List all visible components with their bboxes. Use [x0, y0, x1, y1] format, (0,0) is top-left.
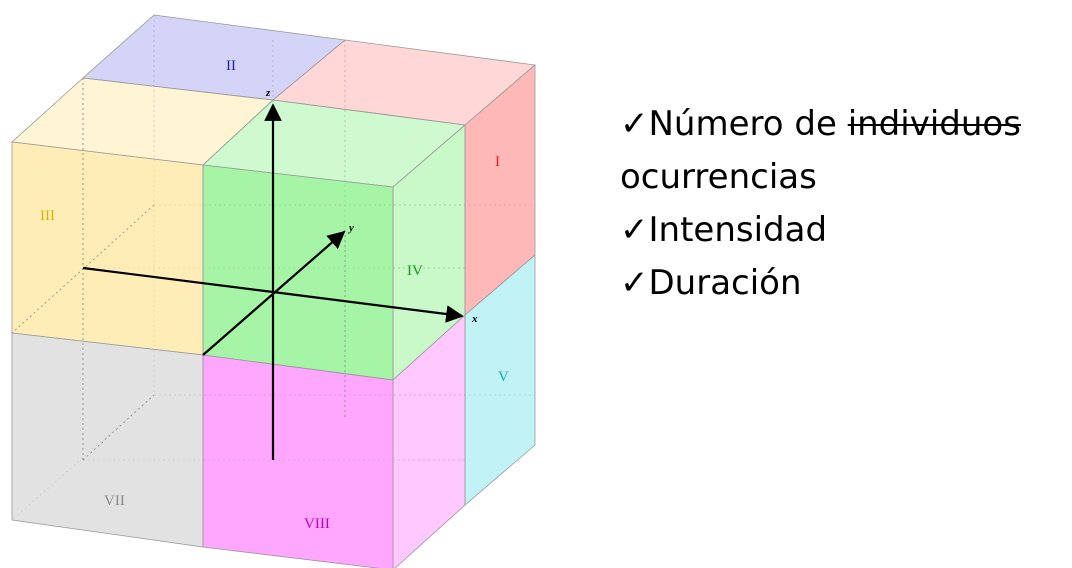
octant-I-label: I [495, 154, 500, 170]
checklist-item-duracion: ✓Duración [620, 257, 1060, 310]
struck-word: individuos [847, 104, 1021, 144]
y-axis-label: y [347, 222, 354, 234]
x-axis-label: x [471, 313, 478, 325]
x-axis-negative [82, 266, 274, 294]
octant-VIII-face [202, 354, 394, 568]
octant-VIII-label: VIII [304, 516, 330, 532]
octant-III-face [11, 141, 204, 356]
octant-IV-label: IV [407, 263, 423, 279]
checklist-item-text: Número de [648, 104, 837, 144]
octant-II-label: II [226, 58, 236, 74]
octant-VII-label: VII [104, 493, 125, 509]
octant-III-label: III [40, 208, 55, 224]
checkmark-icon: ✓ [620, 104, 649, 144]
checklist-item-continuation: ocurrencias [620, 157, 817, 197]
x-axis [272, 290, 464, 323]
checkmark-icon: ✓ [620, 263, 649, 303]
checklist-item-text: Duración [648, 263, 802, 303]
checklist-item-numero: ✓Número de individuos [620, 98, 1060, 151]
octant-VII-face [11, 332, 204, 548]
z-axis-label: z [265, 87, 271, 99]
checkmark-icon: ✓ [620, 210, 649, 250]
axes [82, 103, 464, 460]
octant-cube-diagram: x y z I II III IV V VII VIII [11, 14, 536, 568]
checklist: ✓Número de individuos ocurrencias ✓Inten… [620, 98, 1060, 310]
y-axis [202, 230, 346, 356]
checklist-item-intensidad: ✓Intensidad [620, 204, 1060, 257]
checklist-item-text: Intensidad [648, 210, 828, 250]
octant-V-label: V [498, 369, 509, 385]
